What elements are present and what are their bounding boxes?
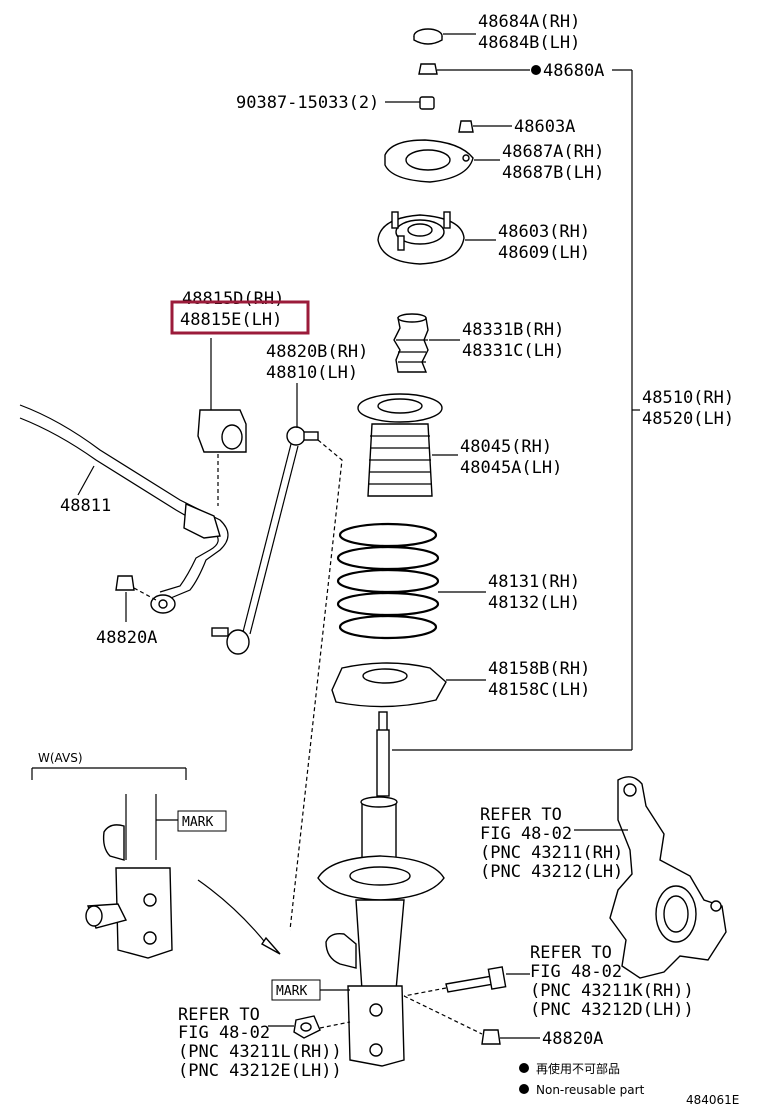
legend-text-en: Non-reusable part <box>536 1083 645 1097</box>
label-48684-rh: 48684A(RH) <box>478 12 580 32</box>
nut-43211l-part <box>293 1015 321 1039</box>
label-48158c-lh: 48158C(LH) <box>488 680 590 700</box>
stabilizer-bar-48811-part <box>19 404 229 614</box>
shock-absorber-part <box>317 711 445 1067</box>
insulator-48158-part <box>331 662 447 708</box>
label-90387: 90387-15033(2) <box>236 93 379 113</box>
boot-48045-part <box>357 393 443 497</box>
label-mark-bottom: MARK <box>276 984 307 999</box>
label-48331b-rh: 48331B(RH) <box>462 320 564 340</box>
mark-tag-top <box>177 810 227 832</box>
nut-48820a-left-part <box>115 575 135 591</box>
label-48603-rh: 48603(RH) <box>498 222 590 242</box>
bushing-48815-part <box>197 409 247 453</box>
label-48131-rh: 48131(RH) <box>488 572 580 592</box>
label-refer-knuckle-2: FIG 48-02 <box>480 824 572 844</box>
label-48603a: 48603A <box>514 117 575 137</box>
label-48132-lh: 48132(LH) <box>488 593 580 613</box>
label-48684-lh: 48684B(LH) <box>478 33 580 53</box>
cap-48684-part <box>413 28 443 45</box>
support-48603-part <box>377 211 465 265</box>
stabilizer-link-48820b-part <box>211 426 319 655</box>
label-refer-bolt-3: (PNC 43211K(RH)) <box>530 981 694 1001</box>
legend-bullet-en <box>519 1084 529 1094</box>
label-mark-top: MARK <box>182 815 213 830</box>
bumper-48331-part <box>393 313 429 373</box>
label-48820b-rh: 48820B(RH) <box>266 342 368 362</box>
nut-48680a-part <box>418 63 438 75</box>
label-refer-knuckle-4: (PNC 43212(LH) <box>480 862 623 882</box>
label-48810-lh: 48810(LH) <box>266 363 358 383</box>
label-48609-lh: 48609(LH) <box>498 243 590 263</box>
steering-knuckle-part <box>609 776 727 979</box>
label-refer-bolt-4: (PNC 43212D(LH)) <box>530 1000 694 1020</box>
label-48158b-rh: 48158B(RH) <box>488 659 590 679</box>
coil-spring-48131-part <box>336 522 440 640</box>
label-refer-nut-4: (PNC 43212E(LH)) <box>178 1061 342 1081</box>
label-wavs: W(AVS) <box>38 751 83 765</box>
label-refer-nut-2: FIG 48-02 <box>178 1023 270 1043</box>
avs-strut-part <box>85 794 173 959</box>
figure-id: 484061E <box>686 1093 739 1107</box>
non-reusable-marker-48680a <box>531 65 541 75</box>
label-refer-bolt-1: REFER TO <box>530 943 612 963</box>
label-48045-rh: 48045(RH) <box>460 437 552 457</box>
label-48510-rh: 48510(RH) <box>642 388 734 408</box>
bushing-90387-part <box>419 96 435 110</box>
label-48811: 48811 <box>60 496 111 516</box>
label-48815e-lh: 48815E(LH) <box>180 310 282 330</box>
label-refer-bolt-2: FIG 48-02 <box>530 962 622 982</box>
legend-bullet-jp <box>519 1063 529 1073</box>
label-48815d-rh: 48815D(RH) <box>182 289 284 309</box>
label-refer-nut-3: (PNC 43211L(RH)) <box>178 1042 342 1062</box>
highlight-box-48815e <box>170 300 310 335</box>
label-48331c-lh: 48331C(LH) <box>462 341 564 361</box>
label-refer-nut-1: REFER TO <box>178 1005 260 1025</box>
plate-48687-part <box>384 139 474 183</box>
label-48045a-lh: 48045A(LH) <box>460 458 562 478</box>
label-48520-lh: 48520(LH) <box>642 409 734 429</box>
nut-48820a-bottom-part <box>481 1029 501 1045</box>
label-refer-knuckle-1: REFER TO <box>480 805 562 825</box>
label-48820a-bottom: 48820A <box>542 1029 603 1049</box>
legend-text-jp: 再使用不可部品 <box>536 1061 620 1076</box>
bolt-43211k-part <box>445 966 507 993</box>
label-48680a: 48680A <box>543 61 604 81</box>
label-48820a-left: 48820A <box>96 628 157 648</box>
label-48687-rh: 48687A(RH) <box>502 142 604 162</box>
label-refer-knuckle-3: (PNC 43211(RH) <box>480 843 623 863</box>
nut-48603a-part <box>458 120 474 133</box>
label-48687-lh: 48687B(LH) <box>502 163 604 183</box>
